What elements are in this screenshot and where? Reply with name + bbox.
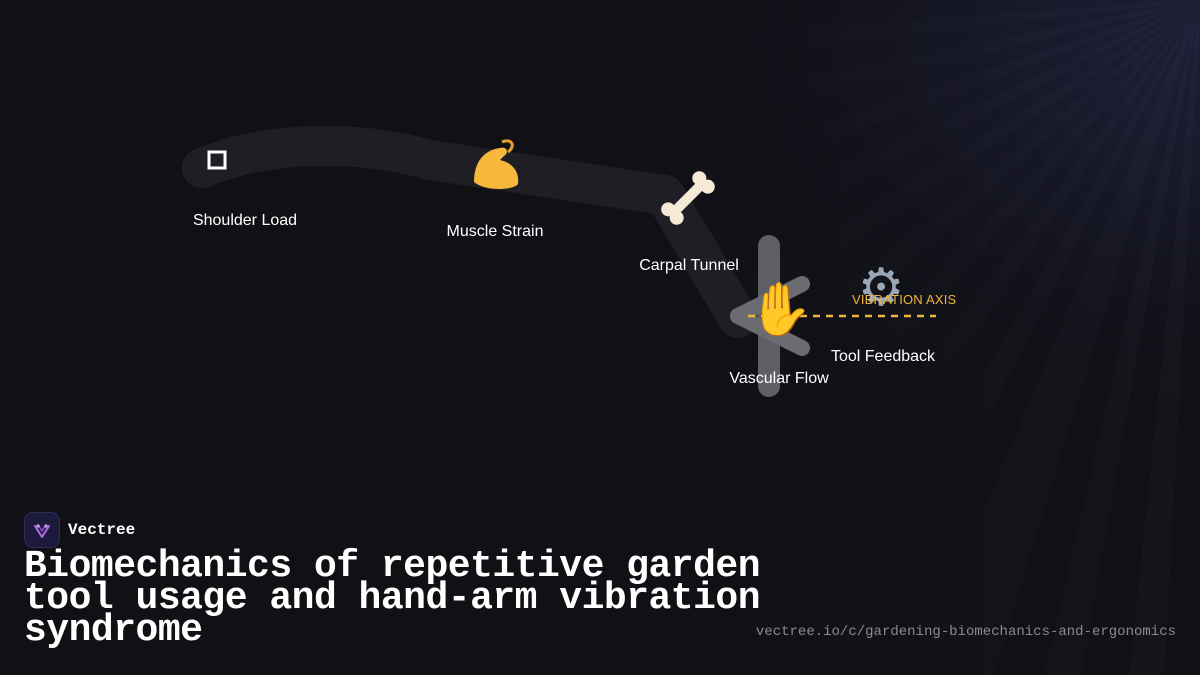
vascular-junction	[730, 235, 810, 397]
brand-name: Vectree	[68, 521, 136, 539]
node-label-carpal-tunnel: Carpal Tunnel	[639, 257, 739, 274]
bone-icon	[661, 171, 715, 225]
vectree-logo-icon	[24, 512, 60, 548]
brand[interactable]: Vectree	[24, 512, 135, 548]
node-label-tool-feedback: Tool Feedback	[830, 348, 936, 365]
node-label-muscle-strain: Muscle Strain	[446, 223, 544, 240]
raised-hand-icon: ✋	[748, 280, 813, 340]
node-label-vascular-flow: Vascular Flow	[729, 370, 829, 387]
source-url[interactable]: vectree.io/c/gardening-biomechanics-and-…	[755, 624, 1176, 640]
gear-icon: ⚙	[857, 258, 905, 318]
kinetic-chain-path	[182, 125, 758, 338]
node-label-shoulder-load: Shoulder Load	[192, 212, 298, 229]
flexed-biceps-icon	[474, 139, 519, 189]
vibration-axis-label: VIBRATION AXIS	[852, 292, 957, 307]
square-icon	[207, 150, 227, 170]
page-title: Biomechanics of repetitive garden tool u…	[24, 545, 761, 652]
